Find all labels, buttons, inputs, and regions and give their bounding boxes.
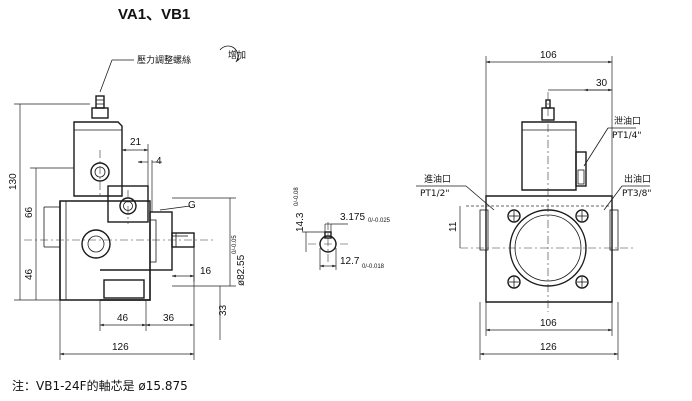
dim-front-126: 126 bbox=[540, 342, 557, 353]
label-g: G bbox=[188, 200, 196, 211]
dim-front-106-bottom: 106 bbox=[540, 318, 557, 329]
dim-shaft-dia-tol: 0/-0.05 bbox=[232, 235, 238, 254]
dim-46-bottom: 46 bbox=[117, 313, 129, 324]
rotation-arrow-icon bbox=[219, 45, 240, 63]
label-pressure-adjust-screw: 壓力調整螺絲 bbox=[137, 54, 191, 66]
drain-boss bbox=[575, 151, 587, 187]
front-valve-body bbox=[521, 121, 577, 191]
dim-key-shaft-dia: 12.7 bbox=[340, 256, 360, 267]
valve-body bbox=[73, 121, 123, 197]
dim-front-106-top: 106 bbox=[540, 50, 557, 61]
label-drain-port: 泄油口 bbox=[614, 115, 641, 127]
label-increase: 增加 bbox=[228, 49, 246, 61]
dim-key-shaft-dia-tol: 0/-0.018 bbox=[362, 264, 385, 270]
dim-130: 130 bbox=[8, 173, 19, 190]
adjust-screw-stem bbox=[95, 95, 105, 109]
front-view: 106 30 11 106 126 泄油口 PT1/4" 進油口 PT1/2" … bbox=[416, 50, 652, 360]
dim-4: 4 bbox=[156, 156, 162, 167]
dim-21: 21 bbox=[130, 137, 142, 148]
dim-16: 16 bbox=[200, 266, 212, 277]
label-outlet-port: 出油口 bbox=[624, 173, 651, 185]
dim-key-width: 3.175 bbox=[340, 212, 365, 223]
mounting-flange bbox=[149, 211, 173, 271]
dim-33: 33 bbox=[218, 304, 229, 316]
adjust-screw-cap bbox=[91, 107, 109, 119]
dim-front-11: 11 bbox=[448, 221, 459, 232]
side-view: 壓力調整螺絲 增加 130 66 46 21 4 G ø82.55 bbox=[8, 45, 247, 360]
dim-front-30: 30 bbox=[596, 78, 608, 89]
dim-36: 36 bbox=[163, 313, 175, 324]
lower-body bbox=[103, 279, 145, 299]
label-inlet-port-size: PT1/2" bbox=[420, 189, 450, 199]
footnote: 注：VB1-24F的軸芯是 ø15.875 bbox=[12, 378, 188, 393]
dim-key-width-tol: 0/-0.025 bbox=[368, 218, 391, 224]
dim-shaft-dia: ø82.55 bbox=[236, 254, 247, 286]
pump-body bbox=[59, 200, 151, 301]
label-drain-port-size: PT1/4" bbox=[612, 131, 642, 141]
label-outlet-port-size: PT3/8" bbox=[622, 189, 652, 199]
dim-46-left: 46 bbox=[24, 268, 35, 280]
inlet-port bbox=[81, 229, 111, 259]
key-detail: 14.3 0/-0.08 3.175 0/-0.025 12.7 0/-0.01… bbox=[294, 187, 391, 270]
dim-key-height: 14.3 bbox=[295, 212, 306, 232]
bolt-holes bbox=[507, 209, 589, 289]
dim-key-height-tol: 0/-0.08 bbox=[294, 187, 300, 206]
dim-66: 66 bbox=[24, 206, 35, 218]
label-inlet-port: 進油口 bbox=[424, 173, 451, 185]
title: VA1、VB1 bbox=[118, 6, 190, 23]
dim-126: 126 bbox=[112, 342, 129, 353]
